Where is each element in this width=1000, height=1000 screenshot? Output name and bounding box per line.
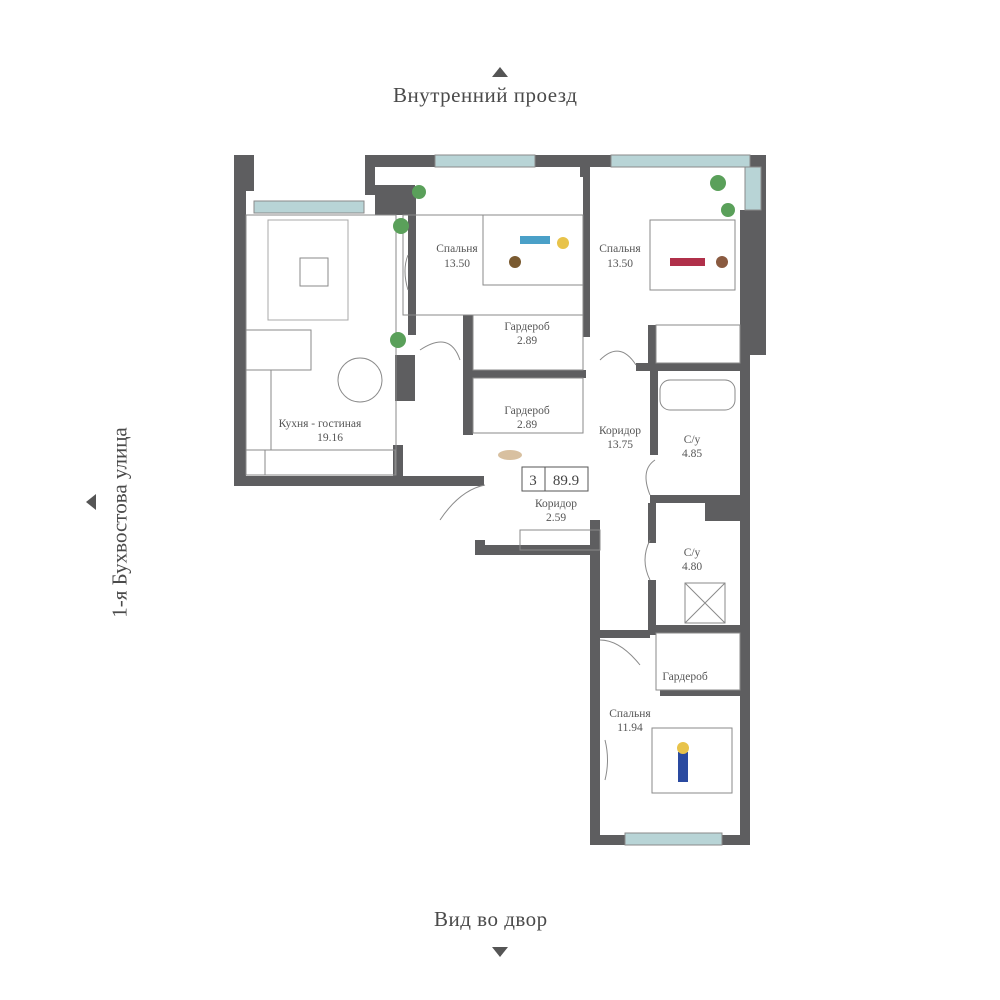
north-arrow-icon (492, 67, 508, 77)
south-arrow-icon (492, 947, 508, 957)
bottom-view-label: Вид во двор (434, 907, 548, 931)
bedroom3-name: Спальня (609, 708, 651, 720)
west-arrow-icon (86, 494, 96, 510)
wardrobe2-area: 2.89 (517, 419, 537, 431)
room-labels: Кухня - гостиная 19.16 Спальня 13.50 Спа… (279, 243, 708, 734)
dog-icon (509, 256, 521, 268)
interior-lines (245, 214, 741, 794)
wardrobe1-area: 2.89 (517, 335, 537, 347)
wardrobe2-name: Гардероб (504, 405, 550, 417)
wardrobe1-name: Гардероб (504, 321, 550, 333)
kitchen-area: 19.16 (317, 432, 343, 444)
bedroom3-area: 11.94 (617, 722, 643, 734)
badge-area: 89.9 (553, 473, 579, 489)
person-bed3-icon (678, 752, 688, 782)
corridor2-area: 2.59 (546, 512, 566, 524)
plant-icons (390, 175, 735, 348)
person-bed1-icon (520, 236, 550, 244)
corridor1-name: Коридор (599, 425, 641, 437)
badge-rooms: 3 (529, 473, 537, 489)
kitchen-name: Кухня - гостиная (279, 418, 362, 430)
bedroom2-name: Спальня (599, 243, 641, 255)
bath2-name: С/у (684, 547, 701, 559)
person-bed2-icon (670, 258, 705, 266)
apartment-badge: 3 89.9 (521, 466, 589, 492)
windows (253, 154, 762, 846)
corridor2-name: Коридор (535, 498, 577, 510)
bath1-name: С/у (684, 434, 701, 446)
bedroom1-area: 13.50 (444, 258, 470, 270)
person-icons (498, 236, 728, 782)
bath2-area: 4.80 (682, 561, 702, 573)
corridor1-area: 13.75 (607, 439, 633, 451)
bath1-area: 4.85 (682, 448, 702, 460)
wardrobe3-name: Гардероб (662, 671, 708, 683)
baby-icon (498, 450, 522, 460)
bedroom2-area: 13.50 (607, 258, 633, 270)
bedroom1-name: Спальня (436, 243, 478, 255)
top-street-label: Внутренний проезд (393, 83, 578, 107)
